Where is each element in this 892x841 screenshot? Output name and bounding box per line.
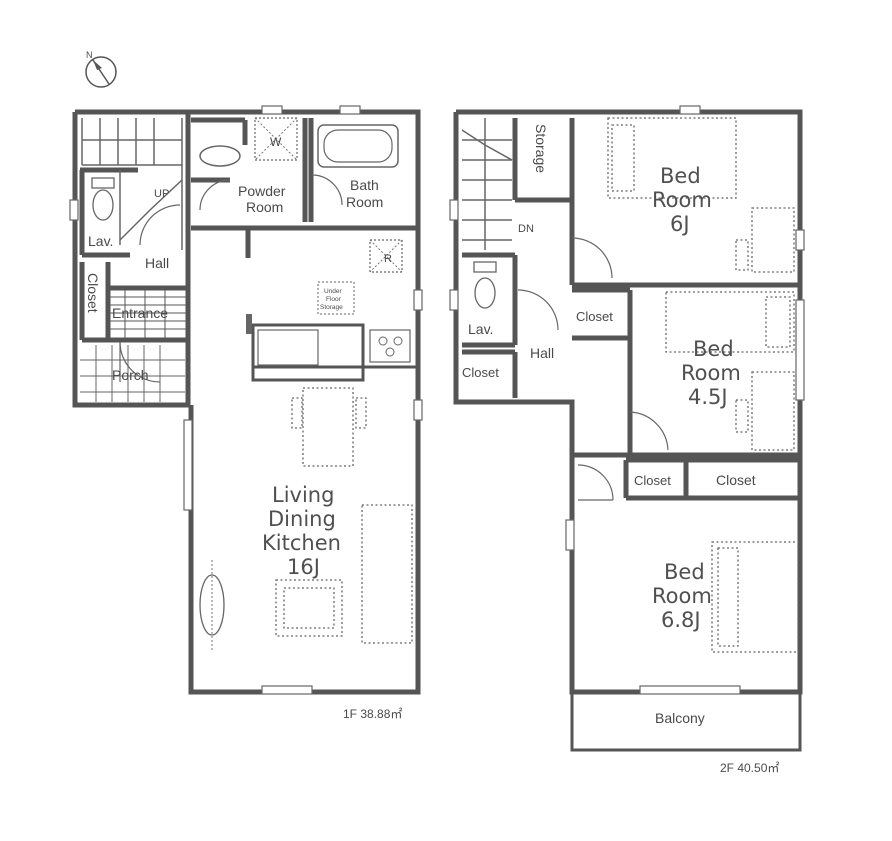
powder-room-label-1: Powder [238, 183, 286, 199]
closet-label-2f-c: Closet [634, 473, 671, 488]
floor1-fixtures [80, 117, 413, 650]
compass-north-label: N [86, 50, 93, 60]
floor1-stairs [81, 118, 183, 250]
ldk-label-2: Dining [268, 507, 336, 531]
floor1-area-label: 1F 38.88㎡ [343, 707, 402, 721]
lav-label-1f: Lav. [88, 233, 113, 249]
floor2-windows [449, 105, 805, 695]
ldk-label-3: Kitchen [262, 531, 341, 555]
lav-label-2f: Lav. [468, 321, 493, 337]
bed-room-68j-label-3: 6.8J [661, 608, 701, 632]
floor2-fixtures [473, 117, 799, 653]
floor2-area-label: 2F 40.50㎡ [720, 761, 779, 775]
bath-room-label-2: Room [346, 194, 383, 210]
washer-label: W [270, 135, 282, 149]
fridge-label: R [384, 253, 392, 265]
bed-room-45j-label-2: Room [681, 361, 741, 385]
bath-room-label-1: Bath [350, 177, 379, 193]
porch-label: Porch [112, 367, 149, 383]
hall-label-1f: Hall [145, 255, 169, 271]
up-label: UP [154, 188, 169, 200]
bed-room-68j-label-2: Room [652, 584, 712, 608]
under-floor-storage-label-3: Storage [320, 304, 343, 311]
dn-label: DN [518, 223, 534, 235]
floor1-walls [72, 109, 421, 695]
bed-room-6j-label-2: Room [652, 188, 712, 212]
closet-label-2f-d: Closet [716, 472, 756, 488]
bed-room-45j-label-1: Bed [693, 337, 734, 361]
hall-label-2f: Hall [530, 345, 554, 361]
floor2-labels: Storage DN Lav. Hall Closet Closet Close… [462, 124, 779, 775]
closet-label-1f: Closet [85, 273, 101, 313]
floor1-doors [119, 174, 343, 383]
floor2-stairs [461, 118, 513, 250]
floor2-walls [453, 109, 803, 752]
floor2-doors [517, 237, 669, 501]
floor1-windows [69, 105, 423, 695]
storage-label: Storage [533, 124, 549, 173]
balcony-label: Balcony [655, 710, 705, 726]
entrance-label: Entrance [112, 305, 168, 321]
ldk-label-4: 16J [287, 555, 320, 579]
bed-room-6j-label-1: Bed [660, 164, 701, 188]
bed-room-45j-label-3: 4.5J [688, 385, 728, 409]
floor1-labels: UP Lav. Hall Closet Entrance Porch W Pow… [85, 135, 402, 721]
closet-label-2f-b: Closet [576, 309, 613, 324]
ldk-label-1: Living [272, 483, 334, 507]
closet-label-2f-a: Closet [462, 365, 499, 380]
compass-north-icon: N [85, 50, 117, 88]
bed-room-6j-label-3: 6J [670, 212, 690, 236]
under-floor-storage-label-1: Under [324, 288, 343, 295]
under-floor-storage-label-2: Floor [326, 296, 342, 303]
bed-room-68j-label-1: Bed [664, 560, 705, 584]
powder-room-label-2: Room [246, 199, 283, 215]
